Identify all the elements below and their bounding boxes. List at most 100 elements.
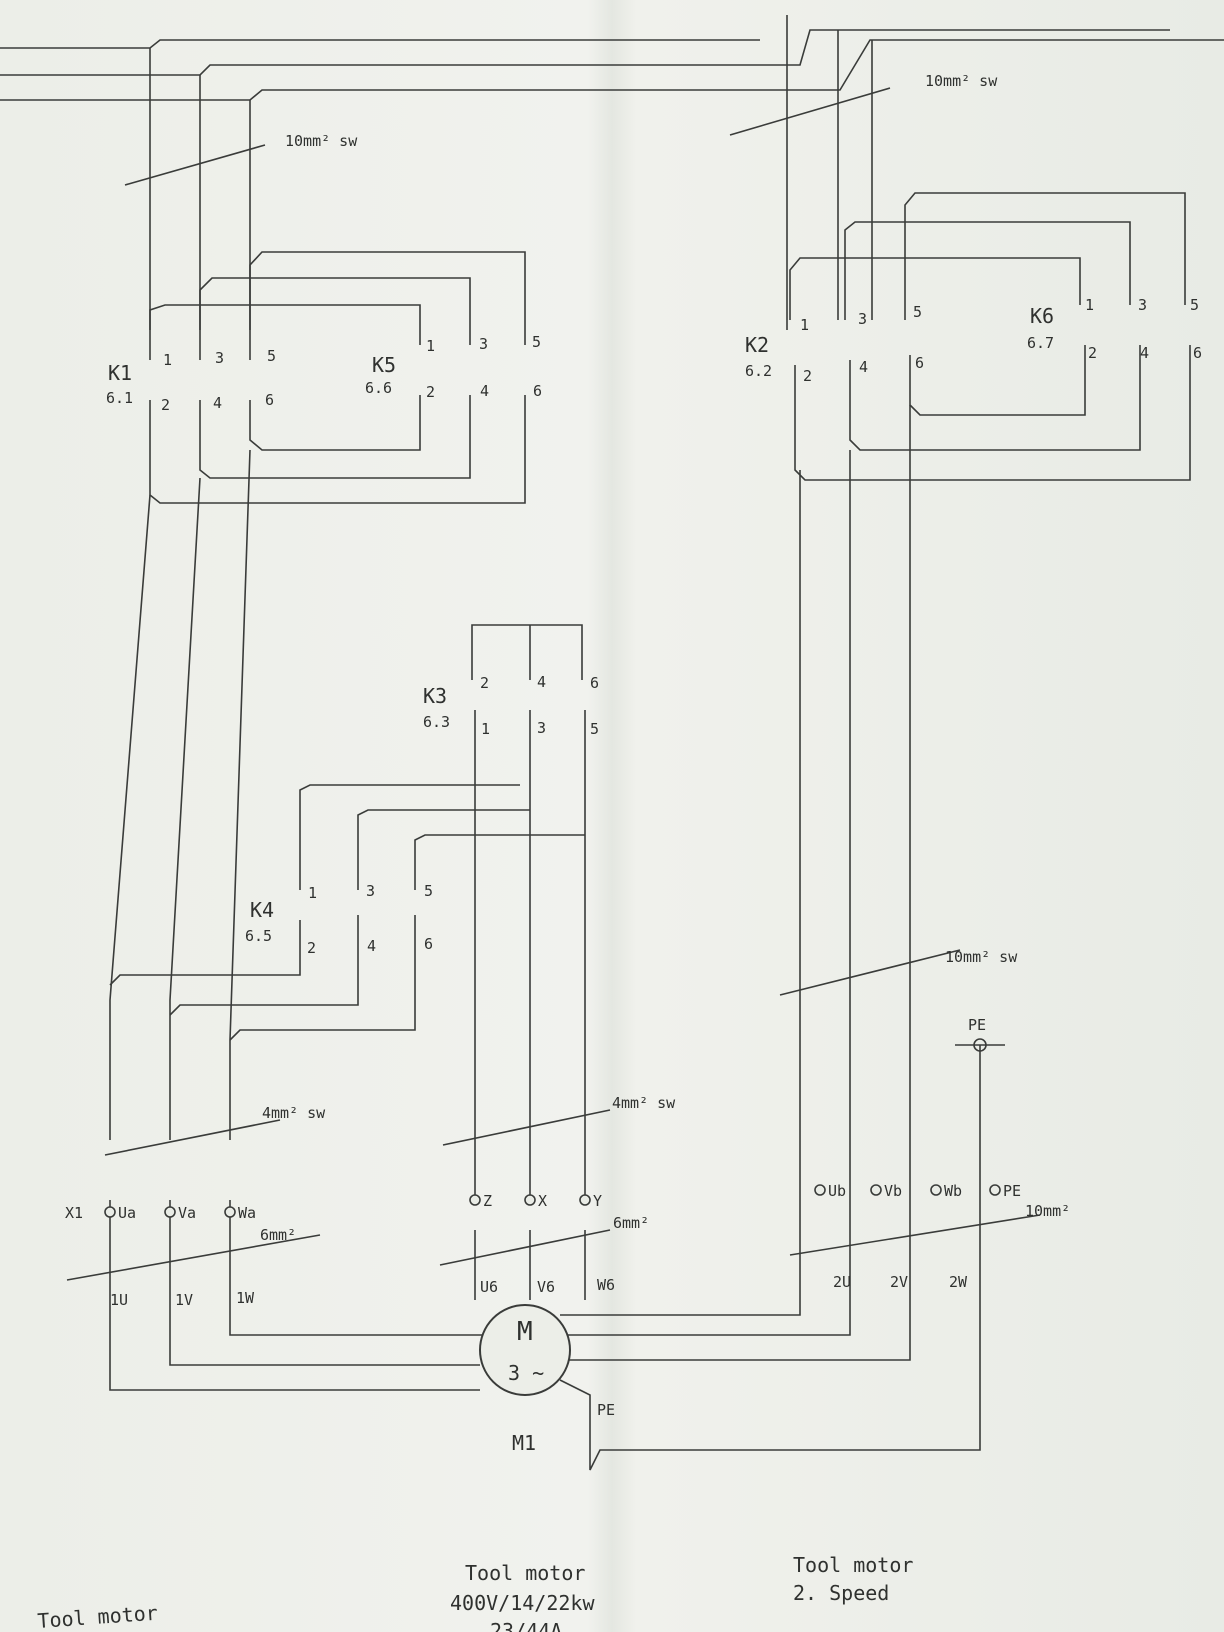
svg-text:5: 5	[913, 303, 922, 321]
svg-text:K5: K5	[372, 353, 396, 377]
svg-text:2. Speed: 2. Speed	[793, 1581, 889, 1605]
svg-text:6.1: 6.1	[106, 389, 133, 407]
svg-text:3: 3	[537, 719, 546, 737]
svg-text:1: 1	[1085, 296, 1094, 314]
svg-text:PE: PE	[597, 1401, 615, 1419]
svg-text:Z: Z	[483, 1192, 492, 1210]
svg-text:6.7: 6.7	[1027, 334, 1054, 352]
svg-text:1W: 1W	[236, 1289, 255, 1307]
svg-text:K1: K1	[108, 361, 132, 385]
svg-text:2V: 2V	[890, 1273, 908, 1291]
svg-text:6: 6	[265, 391, 274, 409]
caption-mid: Tool motor 400V/14/22kw 23/44A	[450, 1561, 595, 1632]
svg-text:X: X	[538, 1192, 547, 1210]
svg-text:W6: W6	[597, 1276, 615, 1294]
svg-text:Tool motor: Tool motor	[793, 1553, 913, 1577]
svg-text:K2: K2	[745, 333, 769, 357]
svg-text:PE: PE	[968, 1016, 986, 1034]
svg-text:U6: U6	[480, 1278, 498, 1296]
svg-text:3: 3	[858, 310, 867, 328]
svg-text:2: 2	[161, 396, 170, 414]
svg-text:5: 5	[1190, 296, 1199, 314]
svg-text:M: M	[517, 1317, 533, 1347]
svg-text:6: 6	[915, 354, 924, 372]
cable-label: 10mm² sw	[285, 132, 358, 150]
contactor-k2: K2 6.2 1 3 5 2 4 6	[745, 303, 924, 385]
motor-m1: M 3 ~ M1 PE	[508, 1317, 615, 1455]
svg-text:6.3: 6.3	[423, 713, 450, 731]
svg-text:1U: 1U	[110, 1291, 128, 1309]
svg-text:Tool motor: Tool motor	[465, 1561, 585, 1585]
svg-text:V6: V6	[537, 1278, 555, 1296]
svg-text:5: 5	[424, 882, 433, 900]
svg-text:3 ~: 3 ~	[508, 1361, 544, 1385]
svg-text:4: 4	[213, 394, 222, 412]
svg-text:Y: Y	[593, 1192, 602, 1210]
svg-text:2: 2	[803, 367, 812, 385]
svg-text:2W: 2W	[949, 1273, 968, 1291]
contactor-k6: K6 6.7 1 3 5 2 4 6	[1027, 296, 1202, 362]
svg-text:1: 1	[163, 351, 172, 369]
svg-text:Vb: Vb	[884, 1182, 902, 1200]
cable-label: 10mm²	[1025, 1202, 1070, 1220]
cable-label: 10mm² sw	[945, 948, 1018, 966]
caption-left: Tool motor	[37, 1601, 159, 1632]
svg-text:PE: PE	[1003, 1182, 1021, 1200]
svg-text:2: 2	[1088, 344, 1097, 362]
svg-text:1: 1	[800, 316, 809, 334]
motor-symbol	[479, 1304, 571, 1396]
svg-text:4: 4	[480, 382, 489, 400]
svg-text:1: 1	[481, 720, 490, 738]
cable-label: 6mm²	[613, 1214, 649, 1232]
svg-text:4: 4	[537, 673, 546, 691]
svg-text:5: 5	[590, 720, 599, 738]
svg-text:3: 3	[366, 882, 375, 900]
contactor-k4: K4 6.5 1 3 5 2 4 6	[245, 882, 433, 957]
svg-text:Va: Va	[178, 1204, 196, 1222]
svg-text:4: 4	[367, 937, 376, 955]
svg-text:2: 2	[307, 939, 316, 957]
svg-text:3: 3	[479, 335, 488, 353]
svg-text:6.2: 6.2	[745, 362, 772, 380]
contactor-k3: K3 6.3 2 4 6 1 3 5	[423, 673, 599, 738]
svg-text:1V: 1V	[175, 1291, 193, 1309]
svg-text:K3: K3	[423, 684, 447, 708]
svg-text:5: 5	[267, 347, 276, 365]
svg-text:Wb: Wb	[944, 1182, 962, 1200]
svg-text:400V/14/22kw: 400V/14/22kw	[450, 1591, 595, 1615]
cable-label: 10mm² sw	[925, 72, 998, 90]
svg-text:X1: X1	[65, 1204, 83, 1222]
svg-text:5: 5	[532, 333, 541, 351]
svg-text:6: 6	[533, 382, 542, 400]
svg-text:Wa: Wa	[238, 1204, 256, 1222]
svg-text:3: 3	[1138, 296, 1147, 314]
cable-label: 6mm²	[260, 1226, 296, 1244]
svg-text:1: 1	[426, 337, 435, 355]
svg-text:2: 2	[426, 383, 435, 401]
wires	[0, 15, 1224, 1471]
caption-right: Tool motor 2. Speed	[793, 1553, 913, 1605]
svg-text:M1: M1	[512, 1431, 536, 1455]
svg-text:Ub: Ub	[828, 1182, 846, 1200]
svg-text:6: 6	[590, 674, 599, 692]
svg-text:K4: K4	[250, 898, 274, 922]
motor-leads: 1U 1V 1W U6 V6 W6 2U 2V 2W	[110, 1273, 968, 1309]
svg-text:6: 6	[1193, 344, 1202, 362]
contactor-k5: K5 6.6 1 3 5 2 4 6	[365, 333, 542, 401]
svg-text:4: 4	[1140, 344, 1149, 362]
cable-label: 4mm² sw	[262, 1104, 326, 1122]
svg-text:4: 4	[859, 358, 868, 376]
svg-text:6: 6	[424, 935, 433, 953]
svg-text:6.6: 6.6	[365, 379, 392, 397]
svg-text:23/44A: 23/44A	[490, 1619, 562, 1632]
svg-text:1: 1	[308, 884, 317, 902]
cable-label: 4mm² sw	[612, 1094, 676, 1112]
svg-text:K6: K6	[1030, 304, 1054, 328]
svg-text:2U: 2U	[833, 1273, 851, 1291]
svg-text:2: 2	[480, 674, 489, 692]
svg-text:6.5: 6.5	[245, 927, 272, 945]
